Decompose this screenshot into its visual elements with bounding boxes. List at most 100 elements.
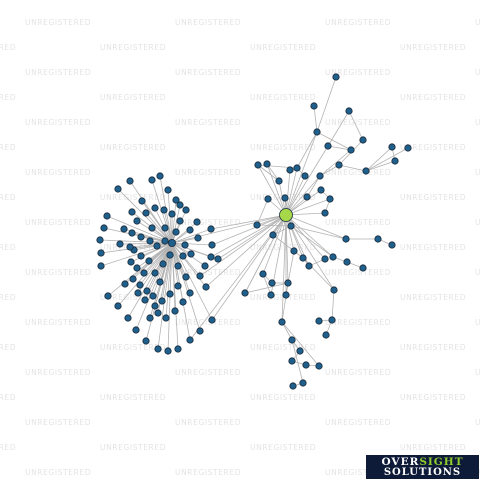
graph-node <box>288 357 296 365</box>
watermark-text: UNREGISTERED <box>475 18 480 27</box>
graph-edge <box>136 242 173 269</box>
graph-node <box>288 336 296 344</box>
graph-node <box>136 281 144 289</box>
watermark-text: UNREGISTERED <box>250 43 316 52</box>
graph-node <box>321 209 329 217</box>
graph-node <box>284 279 292 287</box>
watermark-text: UNREGISTERED <box>175 418 241 427</box>
watermark-text: UNREGISTERED <box>25 168 91 177</box>
graph-node <box>186 336 194 344</box>
graph-edge <box>338 164 367 172</box>
graph-edge <box>285 175 321 216</box>
graph-node <box>388 143 396 151</box>
graph-node <box>97 262 105 270</box>
graph-edge <box>137 242 173 294</box>
watermark-text: UNREGISTERED <box>25 268 91 277</box>
graph-edge <box>285 198 331 216</box>
graph-edge <box>290 225 334 258</box>
graph-edge <box>171 204 181 244</box>
graph-node <box>324 142 332 150</box>
graph-node <box>146 237 154 245</box>
graph-node <box>214 255 222 263</box>
graph-node <box>268 279 276 287</box>
watermark-text: UNREGISTERED <box>400 293 466 302</box>
graph-node <box>296 347 304 355</box>
graph-node <box>140 269 148 277</box>
graph-edge <box>171 242 191 294</box>
graph-node <box>174 282 182 290</box>
graph-node <box>289 382 297 390</box>
graph-edge <box>99 239 173 244</box>
graph-edge <box>281 282 289 323</box>
graph-node <box>179 298 187 306</box>
watermark-text: UNREGISTERED <box>400 193 466 202</box>
graph-node <box>126 243 134 251</box>
watermark-text: UNREGISTERED <box>250 143 316 152</box>
graph-node <box>114 302 122 310</box>
graph-node <box>287 222 295 230</box>
graph-node <box>164 186 172 194</box>
watermark-text: UNREGISTERED <box>25 68 91 77</box>
graph-edge <box>257 164 280 182</box>
graph-node <box>404 144 412 152</box>
graph-node <box>151 302 159 310</box>
graph-node <box>281 194 289 202</box>
graph-node <box>156 172 164 180</box>
graph-node <box>179 252 187 260</box>
graph-node <box>138 197 146 205</box>
graph-node <box>321 255 329 263</box>
watermark-text: UNREGISTERED <box>100 93 166 102</box>
graph-node <box>172 196 180 204</box>
graph-node <box>161 224 169 232</box>
watermark-text: UNREGISTERED <box>325 418 391 427</box>
watermark-text: UNREGISTERED <box>175 468 241 477</box>
graph-node <box>156 278 164 286</box>
graph-node <box>359 264 367 272</box>
graph-node <box>145 257 153 265</box>
graph-node <box>134 289 142 297</box>
graph-node <box>301 172 309 180</box>
watermark-text: UNREGISTERED <box>325 18 391 27</box>
graph-node <box>116 240 124 248</box>
graph-node <box>137 233 145 241</box>
graph-node <box>290 247 298 255</box>
watermark-text: UNREGISTERED <box>25 418 91 427</box>
watermark-text: UNREGISTERED <box>325 118 391 127</box>
graph-edge <box>285 175 306 216</box>
graph-node <box>149 292 157 300</box>
graph-node <box>120 225 128 233</box>
graph-node <box>208 316 216 324</box>
graph-edge <box>287 250 295 284</box>
graph-edge <box>171 242 184 303</box>
watermark-text: UNREGISTERED <box>100 193 166 202</box>
graph-node <box>164 347 172 355</box>
graph-node <box>388 241 396 249</box>
watermark-text: UNREGISTERED <box>0 293 16 302</box>
graph-edge <box>139 242 173 286</box>
watermark-text: UNREGISTERED <box>0 443 16 452</box>
graph-edge <box>145 212 173 244</box>
graph-node <box>143 287 151 295</box>
graph-node <box>194 234 202 242</box>
graph-node <box>330 286 338 294</box>
graph-node <box>132 326 140 334</box>
watermark-text: UNREGISTERED <box>250 343 316 352</box>
graph-edge <box>262 273 272 296</box>
graph-edge <box>281 321 320 367</box>
graph-edge <box>171 242 213 246</box>
watermark-text: UNREGISTERED <box>0 143 16 152</box>
watermark-text: UNREGISTERED <box>0 193 16 202</box>
graph-node <box>347 146 355 154</box>
graph-edge <box>285 214 347 240</box>
graph-edge <box>331 289 335 321</box>
graph-edge <box>143 242 173 274</box>
watermark-text: UNREGISTERED <box>0 343 16 352</box>
watermark-text: UNREGISTERED <box>175 268 241 277</box>
watermark-text: UNREGISTERED <box>25 218 91 227</box>
graph-node <box>201 262 209 270</box>
watermark-text: UNREGISTERED <box>400 343 466 352</box>
watermark-text: UNREGISTERED <box>475 218 480 227</box>
graph-node <box>264 195 272 203</box>
graph-node <box>302 361 310 369</box>
watermark-text: UNREGISTERED <box>475 318 480 327</box>
